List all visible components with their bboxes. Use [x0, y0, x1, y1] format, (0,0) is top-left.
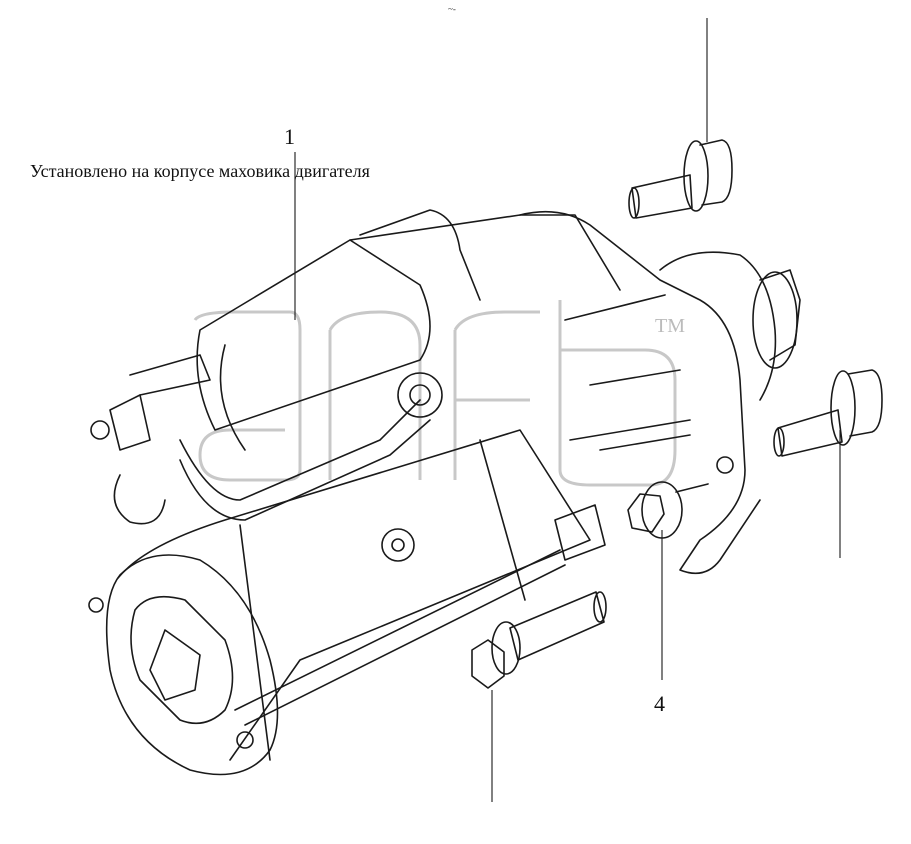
watermark-tm: TM [655, 315, 685, 337]
top-mark: ~- [448, 4, 456, 14]
top-bolt [628, 139, 733, 219]
leader-lines [294, 18, 841, 802]
installation-note: Установлено на корпусе маховика двигател… [30, 161, 370, 181]
callout-1: 1 [284, 124, 295, 149]
starter-body [88, 209, 801, 776]
bottom-bolt [471, 591, 607, 689]
callout-4: 4 [654, 691, 665, 716]
nut-4 [627, 481, 709, 539]
watermark [193, 300, 677, 487]
right-bolt [773, 369, 883, 457]
